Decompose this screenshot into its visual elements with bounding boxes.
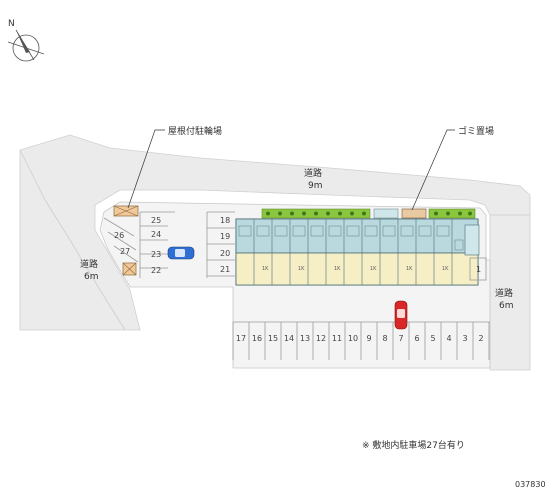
left-parking-block xyxy=(139,211,175,278)
slot-7: 7 xyxy=(398,334,403,343)
covered-bike-parking-label: 屋根付駐輪場 xyxy=(168,125,222,137)
road-top-width: 9m xyxy=(308,181,323,191)
angled-parking xyxy=(103,217,139,263)
slot-25: 25 xyxy=(151,216,161,225)
slot-1-box xyxy=(469,257,487,281)
slot-16: 16 xyxy=(252,334,262,343)
compass: N xyxy=(7,19,45,62)
road-right-width: 6m xyxy=(499,301,514,311)
red-car xyxy=(394,300,408,330)
slot-1: 1 xyxy=(476,265,481,274)
slot-24: 24 xyxy=(151,230,161,239)
slot-21: 21 xyxy=(220,265,230,274)
roads xyxy=(19,134,531,371)
slot-20: 20 xyxy=(220,249,230,258)
leader-lines xyxy=(127,129,455,211)
slot-23: 23 xyxy=(151,250,161,259)
slot-13: 13 xyxy=(300,334,310,343)
slot-18: 18 xyxy=(220,216,230,225)
bottom-parking-row xyxy=(232,321,490,360)
road-top-name: 道路 xyxy=(304,167,322,179)
svg-text:1K: 1K xyxy=(442,266,449,272)
bike-rack-2 xyxy=(122,262,137,276)
hedge-row-right xyxy=(428,208,476,219)
slot-3: 3 xyxy=(462,334,467,343)
small-parking-block xyxy=(206,211,235,278)
slot-15: 15 xyxy=(268,334,278,343)
svg-text:1K: 1K xyxy=(262,266,269,272)
map-id: 037830 xyxy=(515,480,546,489)
svg-text:1K: 1K xyxy=(298,266,305,272)
svg-text:1K: 1K xyxy=(334,266,341,272)
slot-17: 17 xyxy=(236,334,246,343)
slot-9: 9 xyxy=(366,334,371,343)
svg-text:1K: 1K xyxy=(406,266,413,272)
slot-26: 26 xyxy=(114,231,124,240)
svg-text:1K: 1K xyxy=(370,266,377,272)
slot-12: 12 xyxy=(316,334,326,343)
bike-area-small xyxy=(373,208,399,219)
slot-10: 10 xyxy=(348,334,358,343)
slot-6: 6 xyxy=(414,334,419,343)
apartment-building: 1K 1K 1K 1K 1K 1K xyxy=(235,218,480,286)
blue-car xyxy=(167,246,195,260)
road-left-width: 6m xyxy=(84,272,99,282)
garbage-area-box xyxy=(401,208,427,219)
slot-27: 27 xyxy=(120,247,130,256)
slot-2: 2 xyxy=(478,334,483,343)
slot-11: 11 xyxy=(332,334,342,343)
hedge-row-left xyxy=(261,208,371,219)
covered-bike-parking xyxy=(113,205,139,217)
road-left-name: 道路 xyxy=(80,258,98,270)
slot-8: 8 xyxy=(382,334,387,343)
slot-5: 5 xyxy=(430,334,435,343)
road-left xyxy=(19,149,126,331)
slot-4: 4 xyxy=(446,334,451,343)
parking-footnote: ※ 敷地内駐車場27台有り xyxy=(362,439,465,451)
compass-north-label: N xyxy=(8,19,15,29)
road-right-name: 道路 xyxy=(495,287,513,299)
slot-22: 22 xyxy=(151,266,161,275)
garbage-area-label: ゴミ置場 xyxy=(458,125,494,137)
slot-19: 19 xyxy=(220,232,230,241)
slot-14: 14 xyxy=(284,334,294,343)
